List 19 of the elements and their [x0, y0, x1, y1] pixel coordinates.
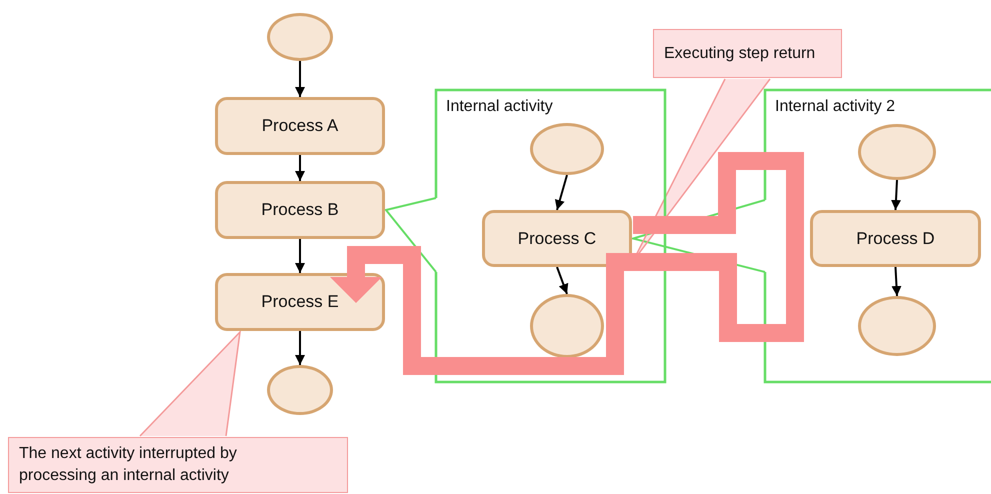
process-box: Process B	[215, 181, 385, 239]
arrow	[295, 61, 305, 97]
process-box: Process E	[215, 273, 385, 331]
process-box: Process A	[215, 97, 385, 155]
process-box: Process D	[810, 210, 981, 267]
arrow	[295, 239, 305, 273]
panel-heading: Internal activity 2	[775, 98, 896, 116]
flow-arrow	[330, 152, 804, 375]
arrow	[295, 331, 305, 365]
arrow	[891, 180, 901, 210]
arrow	[892, 266, 902, 296]
arrow	[556, 266, 568, 294]
connector-line	[384, 197, 437, 273]
arrow	[295, 155, 305, 181]
process-box: Process C	[482, 210, 632, 267]
callout-box: The next activity interrupted by processing an internal activity	[8, 437, 348, 493]
panel-heading: Internal activity	[446, 98, 553, 116]
arrow	[554, 174, 568, 210]
callout-box: Executing step return	[653, 29, 842, 78]
